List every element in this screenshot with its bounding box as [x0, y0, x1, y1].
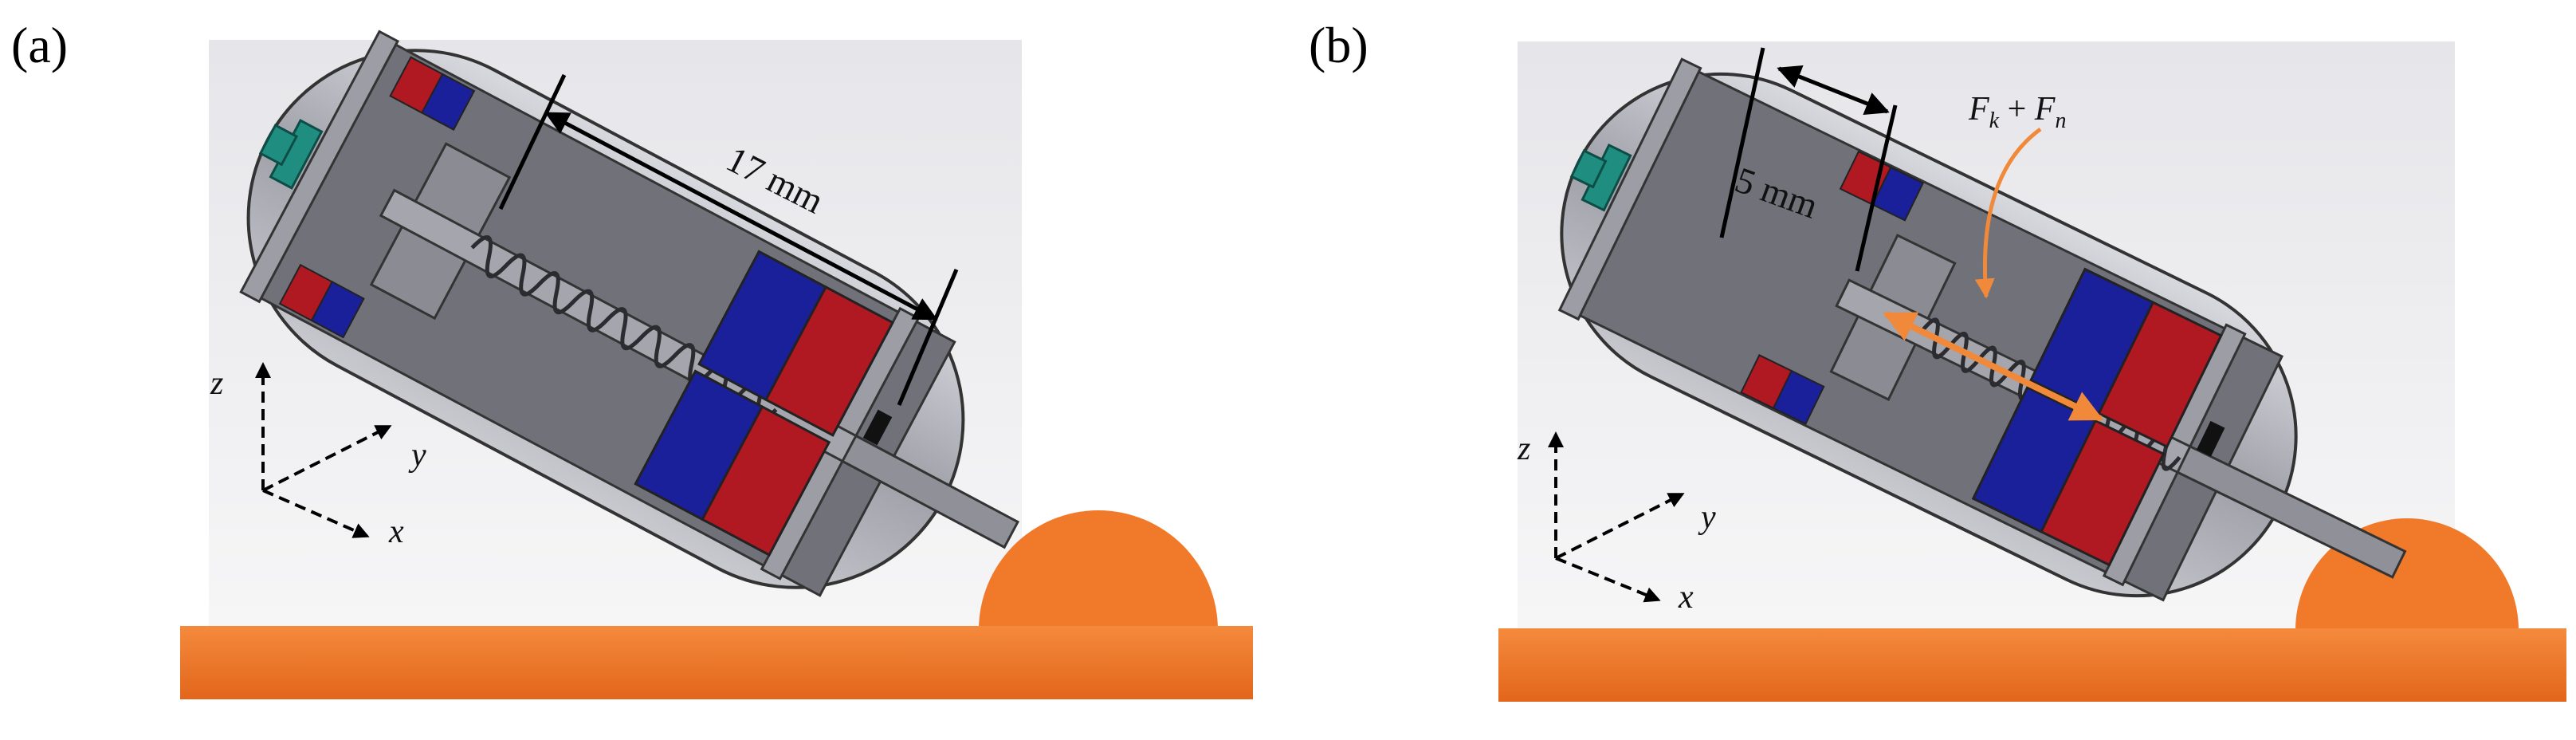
panel-b-label: (b) — [1309, 17, 1368, 73]
protruding-rod — [2176, 444, 2407, 579]
panel-a-capsule — [239, 30, 1020, 597]
panel-a-ground — [180, 626, 1253, 699]
force-arrow — [1883, 311, 2104, 422]
left-magnet-top — [1839, 150, 1925, 222]
end-connector — [2196, 420, 2225, 457]
panel-a: (a) — [11, 17, 1253, 699]
protruding-rod — [841, 434, 1020, 549]
left-end-plate — [1557, 57, 1702, 321]
teal-motor-part — [1569, 143, 1632, 212]
teal-motor-part — [258, 119, 324, 190]
axis-x-label-b: x — [1678, 579, 1694, 616]
left-end-plate — [239, 30, 399, 304]
axis-y-label-b: y — [1698, 499, 1716, 536]
end-connector — [862, 409, 893, 446]
axis-triad-b: z y x — [1517, 431, 1716, 616]
panel-a-obstacle — [979, 510, 1218, 630]
axis-z-label-b: z — [1517, 431, 1530, 467]
panel-b: (b) — [1309, 17, 2566, 702]
axis-triad-a: z y x — [210, 362, 426, 550]
left-magnet-top — [389, 56, 476, 131]
axis-z-label-a: z — [210, 365, 223, 402]
force-label: Fk + Fn — [1968, 91, 2066, 133]
panel-b-capsule — [1557, 57, 2407, 602]
panel-a-label: (a) — [11, 17, 68, 73]
left-magnet-bottom — [278, 263, 365, 339]
axis-x-label-a: x — [388, 514, 404, 550]
axis-y-label-a: y — [408, 437, 426, 474]
force-leader-line — [1974, 127, 2042, 299]
spring-icon — [470, 234, 778, 423]
panel-b-ground — [1498, 628, 2566, 702]
left-magnet-bottom — [1740, 354, 1825, 425]
